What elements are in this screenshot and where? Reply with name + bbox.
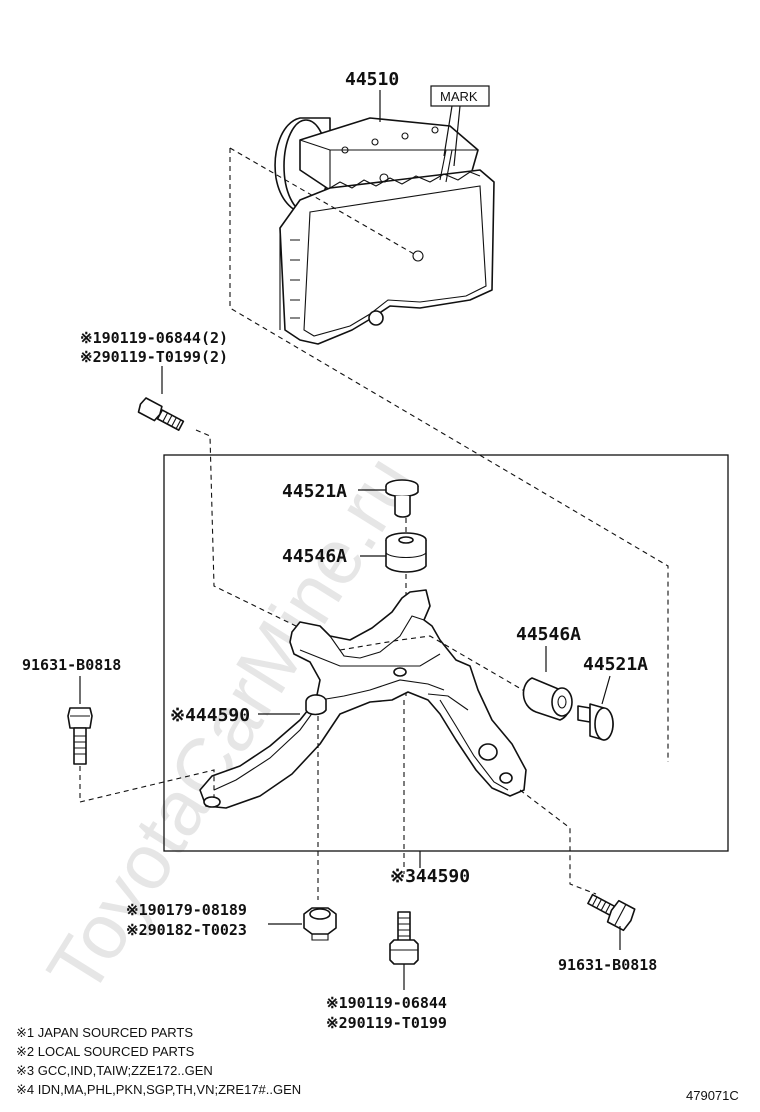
label-nut-2: ※290182-T0023 (126, 921, 247, 939)
label-bracket-box: ※344590 (390, 866, 470, 887)
label-bolt-right: 91631-B0818 (558, 956, 657, 974)
label-stud-2: ※290119-T0199 (326, 1014, 447, 1032)
collar-top (385, 479, 419, 518)
bracket-assembly-box (163, 454, 729, 852)
label-stud-1: ※190119-06844 (326, 994, 447, 1012)
bolt-right (587, 893, 636, 932)
cushion-right (522, 677, 573, 721)
label-nut-1: ※190179-08189 (126, 901, 247, 919)
note-3: ※3 GCC,IND,TAIW;ZZE172..GEN (16, 1063, 213, 1078)
collar-right (577, 703, 614, 741)
bolt-left (67, 707, 93, 765)
bolt-top-left (137, 397, 185, 431)
label-bracket-sub: ※444590 (170, 705, 250, 726)
nut (303, 907, 337, 941)
label-bolt-left: 91631-B0818 (22, 656, 121, 674)
label-collar-right: 44521A (583, 654, 648, 675)
label-cushion-right: 44546A (516, 624, 581, 645)
label-cushion-top: 44546A (282, 546, 347, 567)
bracket (199, 589, 527, 809)
note-2: ※2 LOCAL SOURCED PARTS (16, 1044, 195, 1059)
mark-label: MARK (440, 89, 478, 104)
diagram-id: 479071C (686, 1088, 739, 1103)
note-1: ※1 JAPAN SOURCED PARTS (16, 1025, 193, 1040)
cushion-top (385, 532, 427, 573)
actuator-assembly (274, 117, 495, 345)
label-collar-top: 44521A (282, 481, 347, 502)
stud-bolt (389, 911, 419, 965)
label-bolt-top-2: ※290119-T0199(2) (80, 348, 228, 366)
note-4: ※4 IDN,MA,PHL,PKN,SGP,TH,VN;ZRE17#..GEN (16, 1082, 301, 1097)
label-assembly: 44510 (345, 69, 399, 90)
label-bolt-top-1: ※190119-06844(2) (80, 329, 228, 347)
